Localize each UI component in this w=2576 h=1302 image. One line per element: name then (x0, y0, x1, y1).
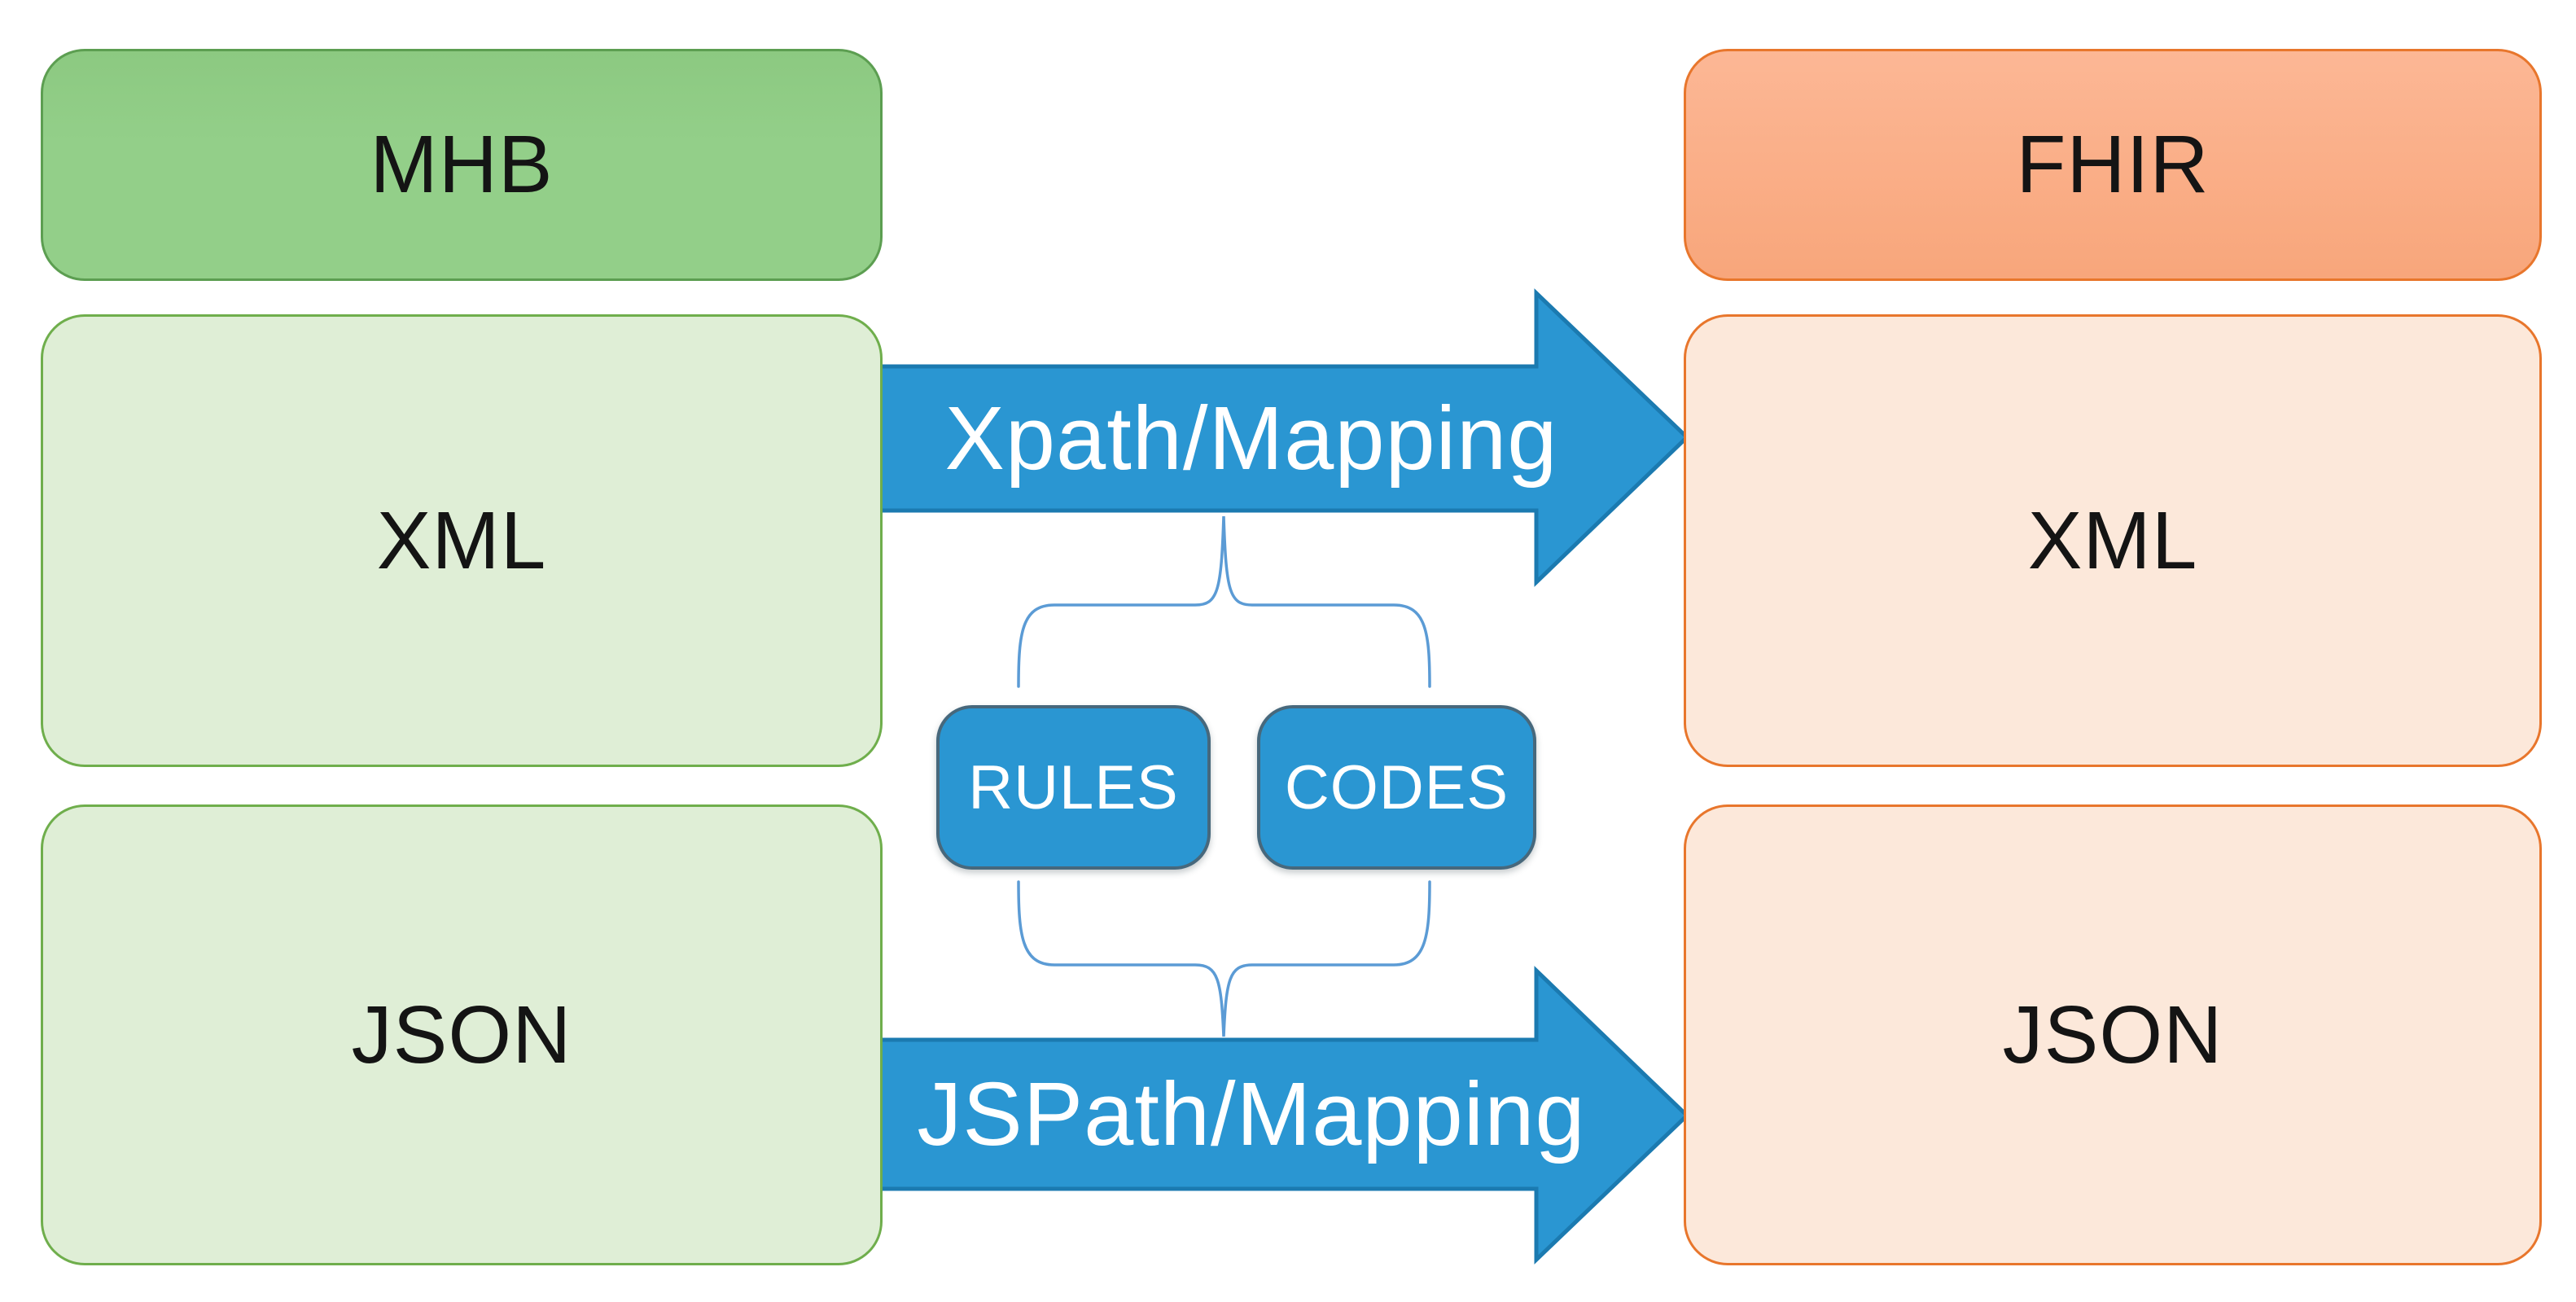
jspath-mapping-arrow (873, 966, 1690, 1265)
source-json-label: JSON (351, 989, 572, 1081)
target-json-label: JSON (2002, 989, 2223, 1081)
jspath-mapping-arrow-label: JSPath/Mapping (917, 1064, 1586, 1164)
source-xml-label: XML (376, 494, 547, 586)
fhir-label: FHIR (2016, 119, 2210, 210)
target-xml-label: XML (2027, 494, 2198, 586)
source-json-box: JSON (41, 804, 883, 1265)
mhb-box: MHB (41, 49, 883, 281)
mhb-label: MHB (370, 119, 554, 210)
top-brace (1017, 515, 1431, 688)
xpath-mapping-arrow-label: Xpath/Mapping (944, 388, 1558, 489)
codes-label: CODES (1284, 752, 1509, 822)
xpath-mapping-arrow (873, 288, 1690, 587)
codes-box: CODES (1257, 705, 1536, 870)
fhir-box: FHIR (1684, 49, 2542, 281)
target-json-box: JSON (1684, 804, 2542, 1265)
rules-label: RULES (968, 752, 1179, 822)
rules-box: RULES (936, 705, 1211, 870)
source-xml-box: XML (41, 314, 883, 767)
target-xml-box: XML (1684, 314, 2542, 767)
bottom-brace (1017, 880, 1431, 1037)
